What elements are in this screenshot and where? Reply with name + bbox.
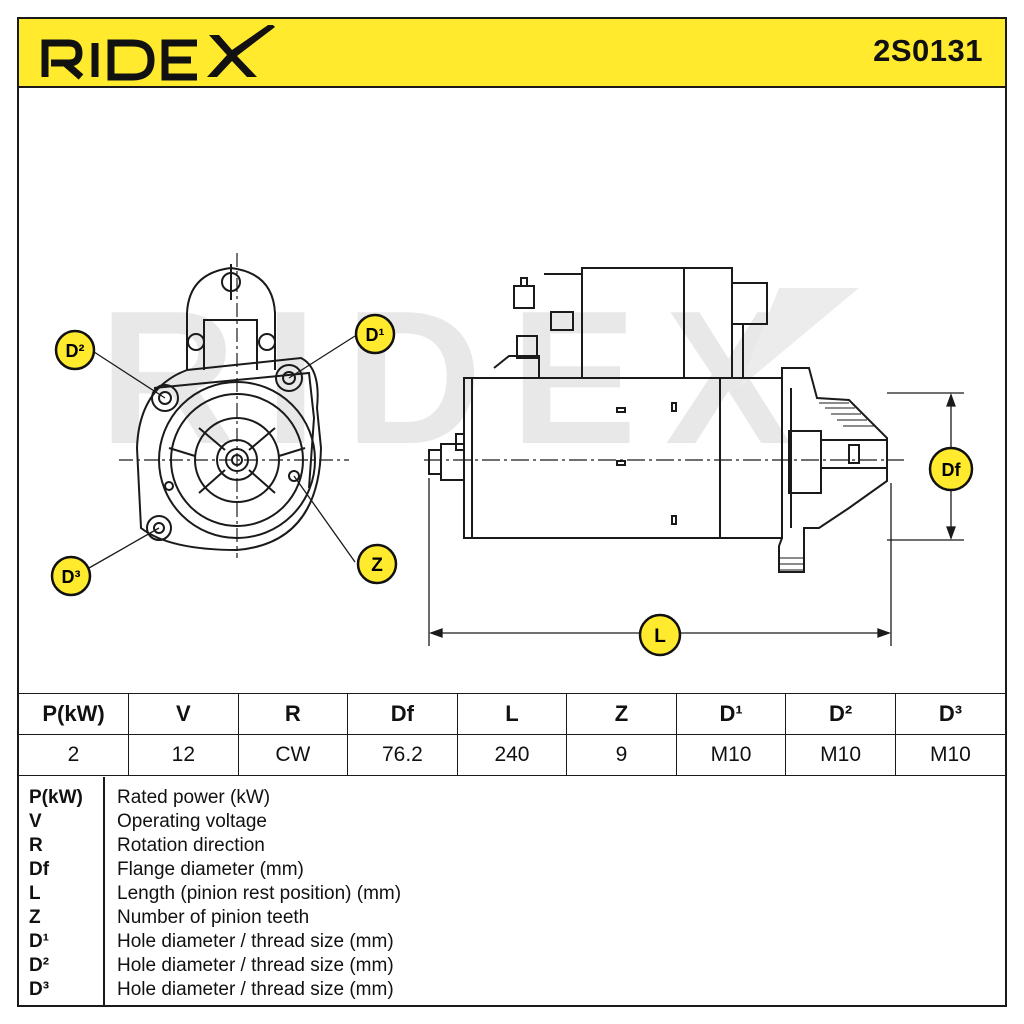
- svg-text:Z: Z: [371, 555, 383, 576]
- spec-value-cell: 240: [456, 734, 568, 776]
- svg-text:D²: D²: [66, 341, 85, 361]
- legend-key: P(kW): [29, 787, 83, 808]
- spec-header-cell: Df: [347, 693, 458, 735]
- legend-desc: Operating voltage: [117, 811, 267, 832]
- legend-desc: Hole diameter / thread size (mm): [117, 931, 394, 952]
- spec-header-cell: L: [456, 693, 568, 735]
- badge-d2: D²: [54, 329, 96, 371]
- spec-header-cell: R: [237, 693, 349, 735]
- spec-value-cell: 9: [566, 734, 677, 776]
- spec-header-row: P(kW) V R Df L Z D¹ D² D³: [19, 693, 1005, 735]
- svg-text:D¹: D¹: [366, 325, 385, 345]
- spec-value-cell: 76.2: [347, 734, 458, 776]
- legend-desc: Hole diameter / thread size (mm): [117, 979, 394, 1000]
- end-view: [119, 253, 349, 558]
- spec-value-cell: CW: [237, 734, 349, 776]
- badge-d3: D³: [50, 555, 92, 597]
- spec-value-cell: M10: [675, 734, 787, 776]
- spec-header-cell: D¹: [675, 693, 787, 735]
- spec-value-row: 2 12 CW 76.2 240 9 M10 M10 M10: [19, 734, 1005, 776]
- legend-key: Df: [29, 859, 50, 880]
- spec-value-cell: M10: [894, 734, 1005, 776]
- legend-key: L: [29, 883, 41, 904]
- legend-divider: [103, 777, 105, 1007]
- side-view: [424, 267, 904, 573]
- technical-drawing: RIDEX: [50, 253, 974, 657]
- watermark-swoosh: [739, 288, 859, 388]
- legend-desc: Flange diameter (mm): [117, 859, 304, 880]
- part-number: 2S0131: [873, 33, 983, 68]
- legend-key: D³: [29, 979, 50, 1000]
- legend-key: D¹: [29, 931, 50, 952]
- spec-header-cell: D²: [785, 693, 896, 735]
- legend-desc: Hole diameter / thread size (mm): [117, 955, 394, 976]
- badge-z: Z: [356, 543, 398, 585]
- spec-value-cell: M10: [785, 734, 896, 776]
- spec-value-cell: 12: [128, 734, 239, 776]
- legend-key: V: [29, 811, 42, 832]
- svg-text:D³: D³: [62, 567, 81, 587]
- legend-key: Z: [29, 907, 41, 928]
- header-bar: 2S0131: [19, 19, 1005, 88]
- legend-desc: Number of pinion teeth: [117, 907, 310, 928]
- spec-header-cell: Z: [566, 693, 677, 735]
- brand-logo: [41, 25, 275, 81]
- legend-key: R: [29, 835, 43, 856]
- leader-lines: [88, 335, 356, 569]
- spec-header-cell: V: [128, 693, 239, 735]
- legend-desc: Length (pinion rest position) (mm): [117, 883, 402, 904]
- svg-text:L: L: [654, 626, 666, 647]
- legend: P(kW) Rated power (kW) V Operating volta…: [19, 777, 1005, 1007]
- datasheet: 2S0131 RIDEX: [17, 17, 1007, 1007]
- legend-desc: Rotation direction: [117, 835, 265, 856]
- badge-d1: D¹: [354, 313, 396, 355]
- spec-header-cell: D³: [894, 693, 1005, 735]
- legend-desc: Rated power (kW): [117, 787, 271, 808]
- svg-text:Df: Df: [942, 460, 962, 480]
- badge-l: L: [638, 613, 682, 657]
- spec-table: P(kW) V R Df L Z D¹ D² D³ 2 12 CW 76.2 2…: [19, 693, 1005, 776]
- badge-df: Df: [928, 446, 974, 492]
- legend-key: D²: [29, 955, 50, 976]
- spec-value-cell: 2: [19, 734, 130, 776]
- spec-header-cell: P(kW): [19, 693, 130, 735]
